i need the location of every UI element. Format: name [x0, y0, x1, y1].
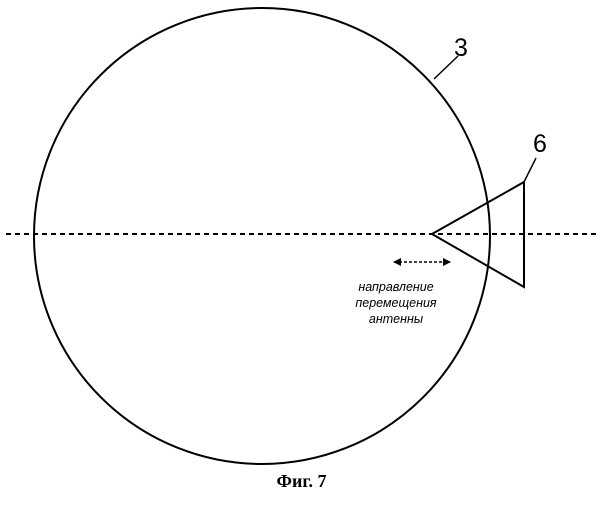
movement-caption-line-1: направление [316, 279, 476, 295]
figure-caption: Фиг. 7 [0, 471, 603, 492]
antenna-reference-label: 6 [533, 132, 547, 157]
movement-caption-line-3: антенны [316, 311, 476, 327]
circle-reference-label: 3 [454, 36, 468, 61]
reference-circle [34, 8, 490, 464]
movement-direction-caption: направление перемещения антенны [316, 279, 476, 327]
movement-caption-line-2: перемещения [316, 295, 476, 311]
leader-line-6 [524, 158, 536, 182]
